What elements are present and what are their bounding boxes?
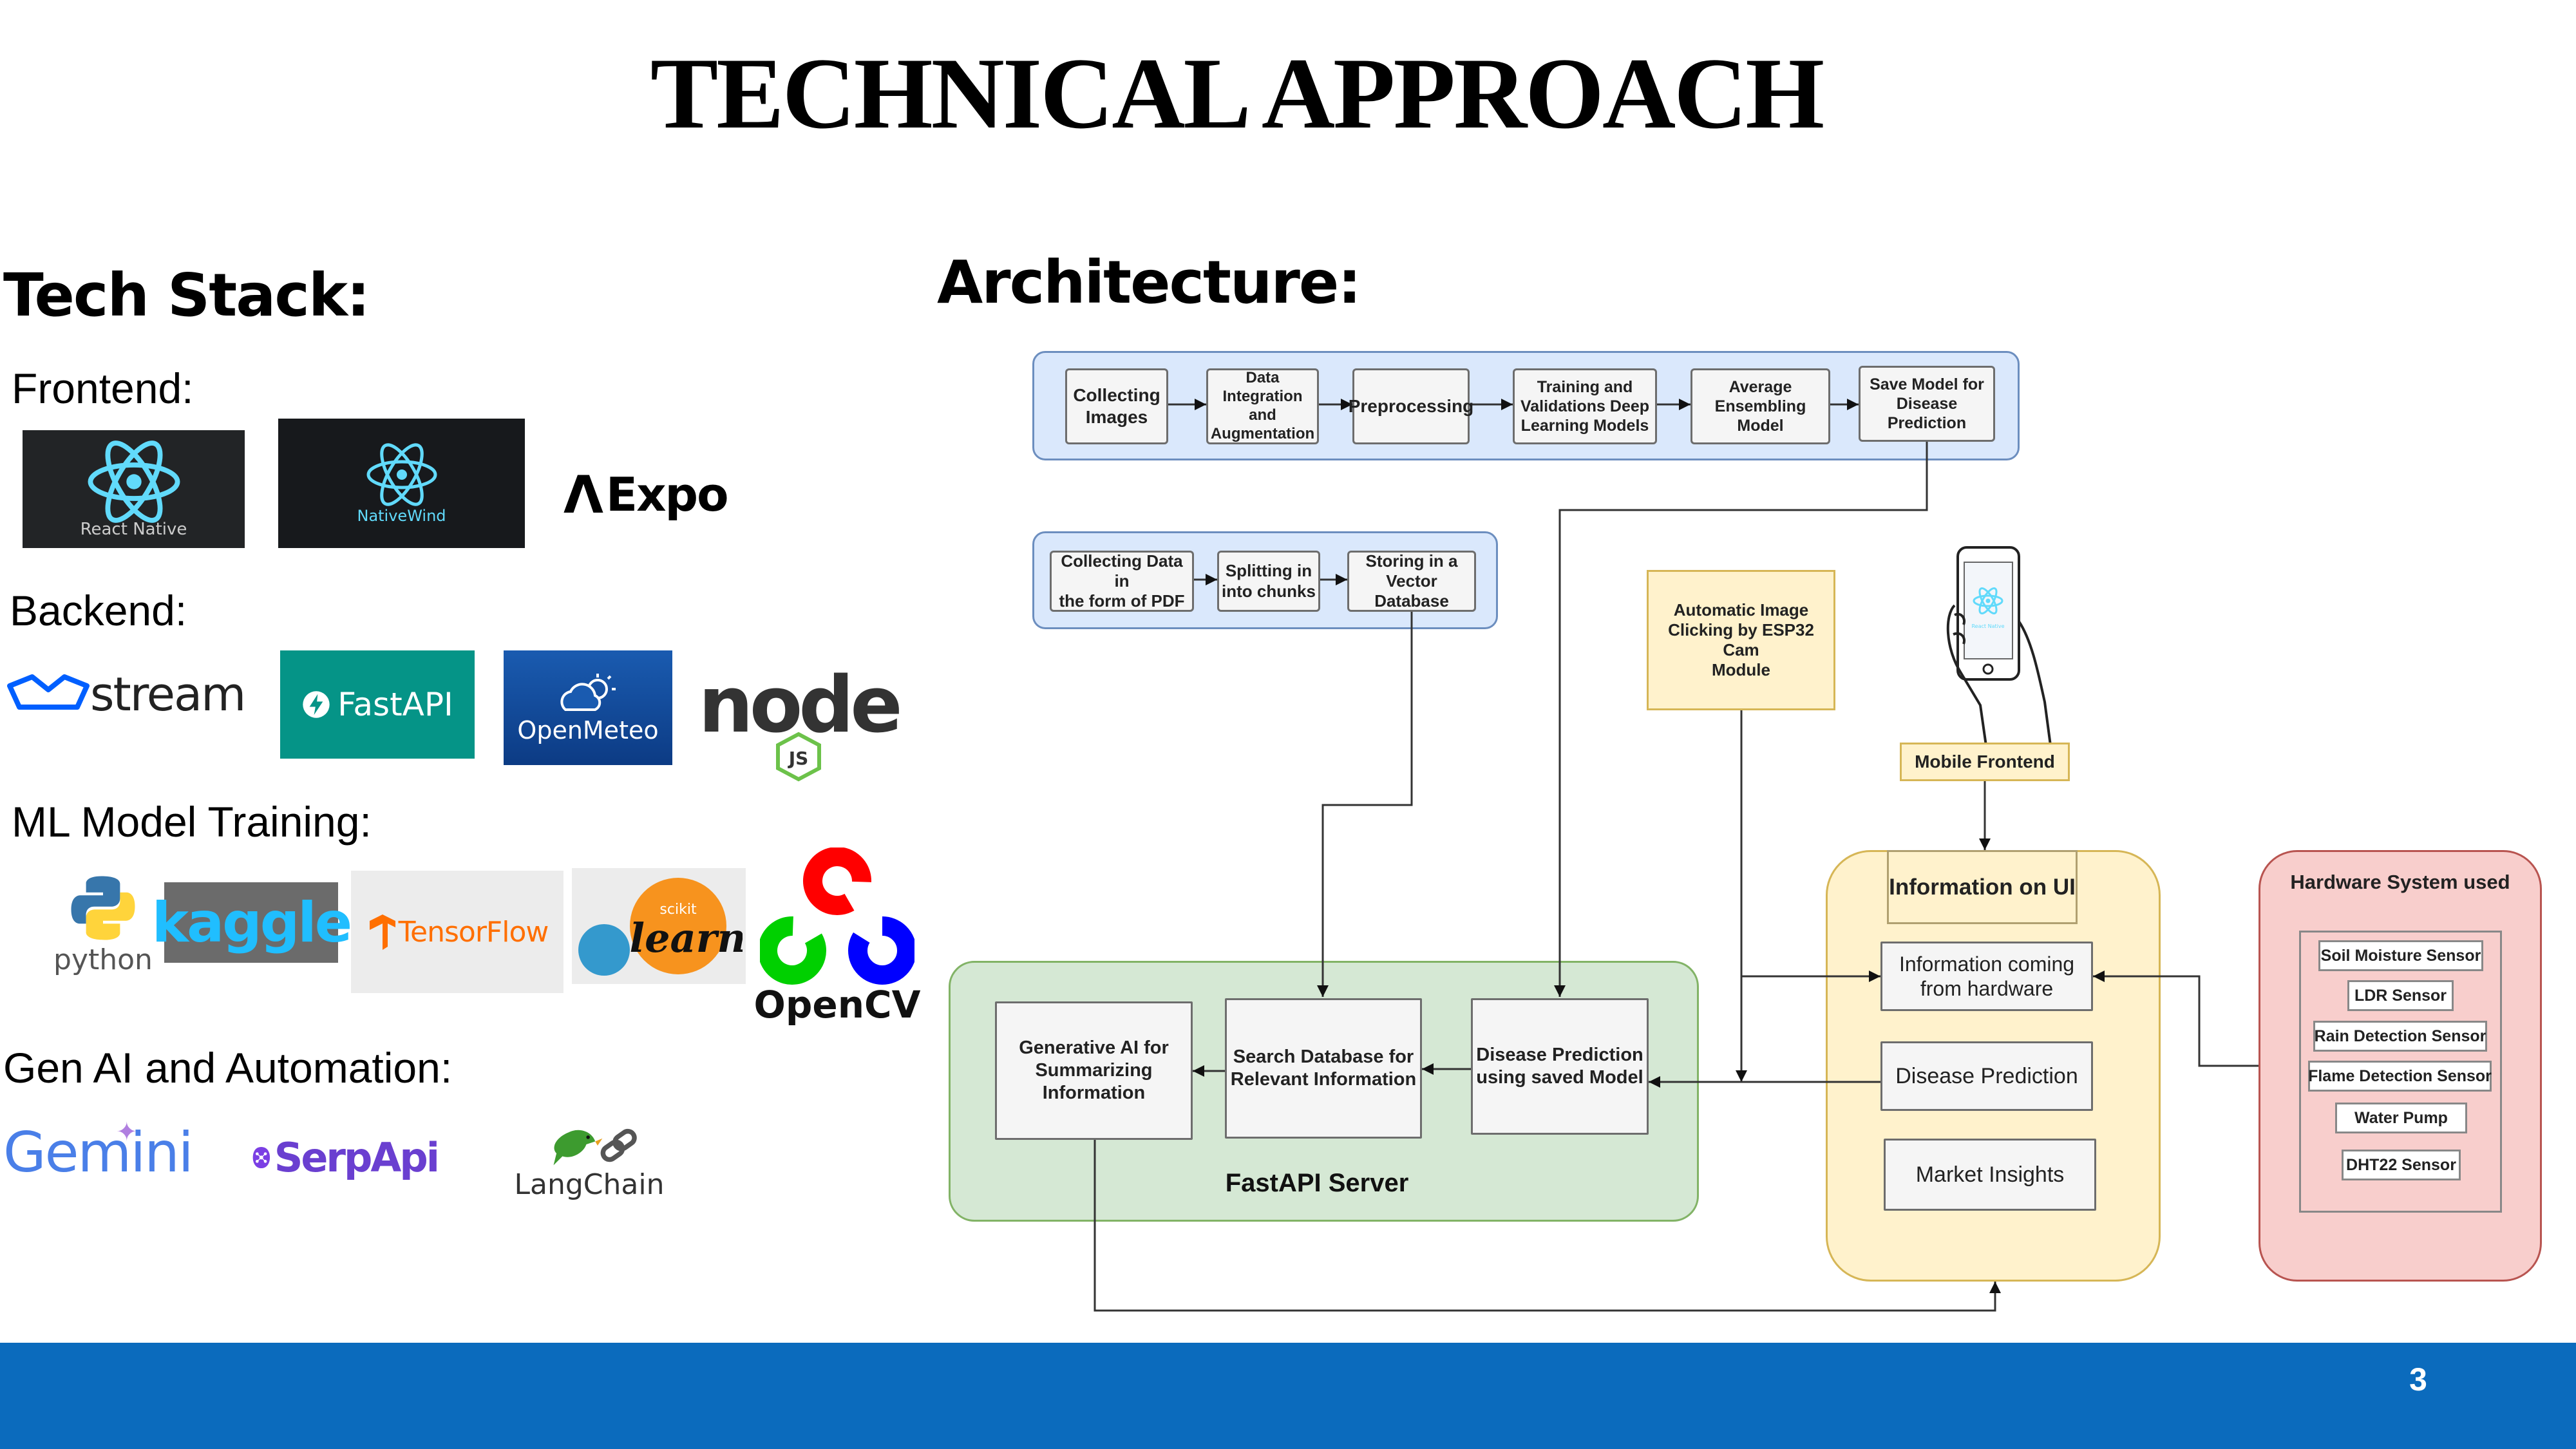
fastapi-logo-text: FastAPI (337, 686, 453, 723)
opencv-logo-text: OpenCV (753, 983, 921, 1027)
gemini-logo: Gemini (3, 1117, 196, 1188)
page-number: 3 (2409, 1361, 2427, 1397)
save-model-box: Save Model for Disease Prediction (1859, 366, 1995, 442)
kaggle-logo-text: kaggle (151, 890, 352, 955)
frontend-label: Frontend: (12, 365, 194, 412)
python-logo-text: python (53, 943, 153, 976)
hardware-title: Hardware System used (2290, 871, 2510, 893)
expo-logo-text: Expo (605, 468, 729, 522)
rain-detection-sensor: Rain Detection Sensor (2313, 1021, 2487, 1052)
scikit-learn-logo: scikit learn (572, 868, 746, 984)
nodejs-hexagon-icon: JS (776, 732, 821, 781)
ml-training-label: ML Model Training: (12, 798, 372, 846)
ldr-sensor: LDR Sensor (2347, 980, 2454, 1011)
fastapi-logo: FastAPI (280, 650, 475, 759)
expo-mark-icon: Λ (564, 464, 603, 525)
gemini-sparkle-icon: ✦ (116, 1118, 138, 1146)
tensorflow-logo: TensorFlow (351, 871, 564, 993)
mobile-phone-hand-icon: React Native (1946, 546, 2052, 750)
langchain-logo-text: LangChain (514, 1168, 665, 1201)
generative-ai-box: Generative AI for Summarizing Informatio… (995, 1001, 1193, 1140)
tensorflow-logo-text: TensorFlow (398, 915, 549, 949)
stream-logo: stream (6, 663, 258, 724)
hardware-info-box: Information coming from hardware (1880, 942, 2093, 1011)
backend-label: Backend: (10, 587, 187, 634)
market-insights-box: Market Insights (1884, 1139, 2096, 1211)
openmeteo-logo-text: OpenMeteo (517, 716, 659, 744)
react-native-logo: React Native (23, 430, 245, 548)
nativewind-atom-icon (366, 442, 437, 506)
data-augmentation-box: Data Integration and Augmentation (1206, 368, 1319, 444)
langchain-parrot-chain-icon (553, 1128, 637, 1166)
dht22-sensor: DHT22 Sensor (2342, 1150, 2461, 1180)
flame-detection-sensor: Flame Detection Sensor (2308, 1061, 2492, 1092)
esp32-cam-box: Automatic Image Clicking by ESP32 Cam Mo… (1647, 570, 1835, 710)
weather-cloud-icon (560, 674, 616, 711)
phone-app-text: React Native (1971, 623, 2004, 629)
genai-label: Gen AI and Automation: (3, 1044, 453, 1092)
vector-database-box: Storing in a Vector Database (1347, 551, 1476, 612)
page-title: TECHNICAL APPROACH (650, 37, 1824, 150)
architecture-heading: Architecture: (937, 248, 1361, 317)
collect-pdf-box: Collecting Data in the form of PDF (1050, 551, 1194, 612)
soil-moisture-sensor: Soil Moisture Sensor (2318, 940, 2483, 971)
expo-logo: Λ Expo (564, 462, 731, 527)
python-logo: python (45, 866, 161, 982)
opencv-logo: OpenCV (753, 840, 921, 1034)
water-pump: Water Pump (2335, 1103, 2467, 1133)
collecting-images-box: Collecting Images (1065, 368, 1168, 444)
scikit-sub-text: scikit (659, 902, 697, 918)
nativewind-logo: NativeWind (278, 419, 525, 548)
splitting-chunks-box: Splitting in into chunks (1217, 551, 1320, 612)
kaggle-logo: kaggle (152, 882, 352, 963)
langchain-logo: LangChain (502, 1121, 676, 1201)
ensembling-box: Average Ensembling Model (1690, 368, 1830, 444)
training-validation-box: Training and Validations Deep Learning M… (1513, 368, 1657, 444)
preprocessing-box: Preprocessing (1349, 368, 1473, 444)
nativewind-logo-text: NativeWind (357, 506, 446, 525)
opencv-rings-icon (760, 848, 914, 985)
nodejs-sub-text: JS (788, 748, 809, 769)
react-native-logo-text: React Native (80, 519, 187, 539)
stream-logo-text: stream (90, 667, 246, 721)
fastapi-bolt-icon (303, 691, 330, 718)
footer-bar (0, 1343, 2576, 1449)
nodejs-logo: node JS (689, 657, 908, 786)
serpapi-logo-text: SerpApi (274, 1134, 440, 1181)
information-on-ui-title: Information on UI (1887, 850, 2078, 924)
fastapi-server-label: FastAPI Server (1225, 1169, 1409, 1197)
serpapi-logo: SerpApi (251, 1117, 440, 1198)
scikit-learn-logo-text: learn (630, 914, 743, 961)
react-atom-icon (88, 440, 180, 523)
tensorflow-icon (369, 914, 395, 950)
stream-boat-icon (7, 674, 90, 710)
serpapi-icon (252, 1146, 270, 1169)
disease-prediction-model-box: Disease Prediction using saved Model (1471, 998, 1649, 1135)
tech-stack-heading: Tech Stack: (3, 261, 370, 330)
search-database-box: Search Database for Relevant Information (1225, 998, 1422, 1139)
scikit-learn-icon: scikit learn (578, 878, 743, 976)
python-snake-icon (71, 876, 135, 940)
disease-prediction-ui-box: Disease Prediction (1880, 1041, 2093, 1111)
mobile-frontend-box: Mobile Frontend (1900, 743, 2070, 781)
gemini-logo-text: Gemini (3, 1121, 194, 1185)
openmeteo-logo: OpenMeteo (504, 650, 672, 765)
